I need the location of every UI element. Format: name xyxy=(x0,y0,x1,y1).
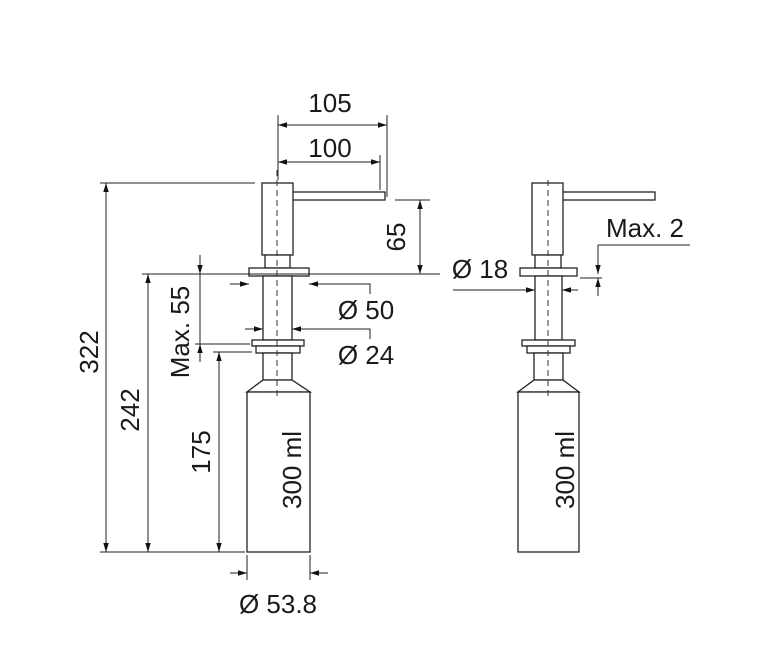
dimension-lines xyxy=(103,122,690,576)
dim-322-label: 322 xyxy=(74,330,104,373)
left-volume-label: 300 ml xyxy=(277,431,307,509)
dim-65-label: 65 xyxy=(381,223,411,252)
left-dispenser xyxy=(245,170,386,553)
dim-175-label: 175 xyxy=(186,430,216,473)
dim-d53-8-label: Ø 53.8 xyxy=(239,589,317,619)
right-volume-label: 300 ml xyxy=(550,431,580,509)
dim-max2-label: Max. 2 xyxy=(606,213,684,243)
dim-100-label: 100 xyxy=(308,133,351,163)
dim-242-label: 242 xyxy=(115,388,145,431)
dim-d18-label: Ø 18 xyxy=(452,254,508,284)
dim-max55-label: Max. 55 xyxy=(165,286,195,379)
dim-d24-label: Ø 24 xyxy=(338,340,394,370)
dim-105-label: 105 xyxy=(308,88,351,118)
right-dispenser xyxy=(516,180,656,553)
dim-d50-label: Ø 50 xyxy=(338,295,394,325)
